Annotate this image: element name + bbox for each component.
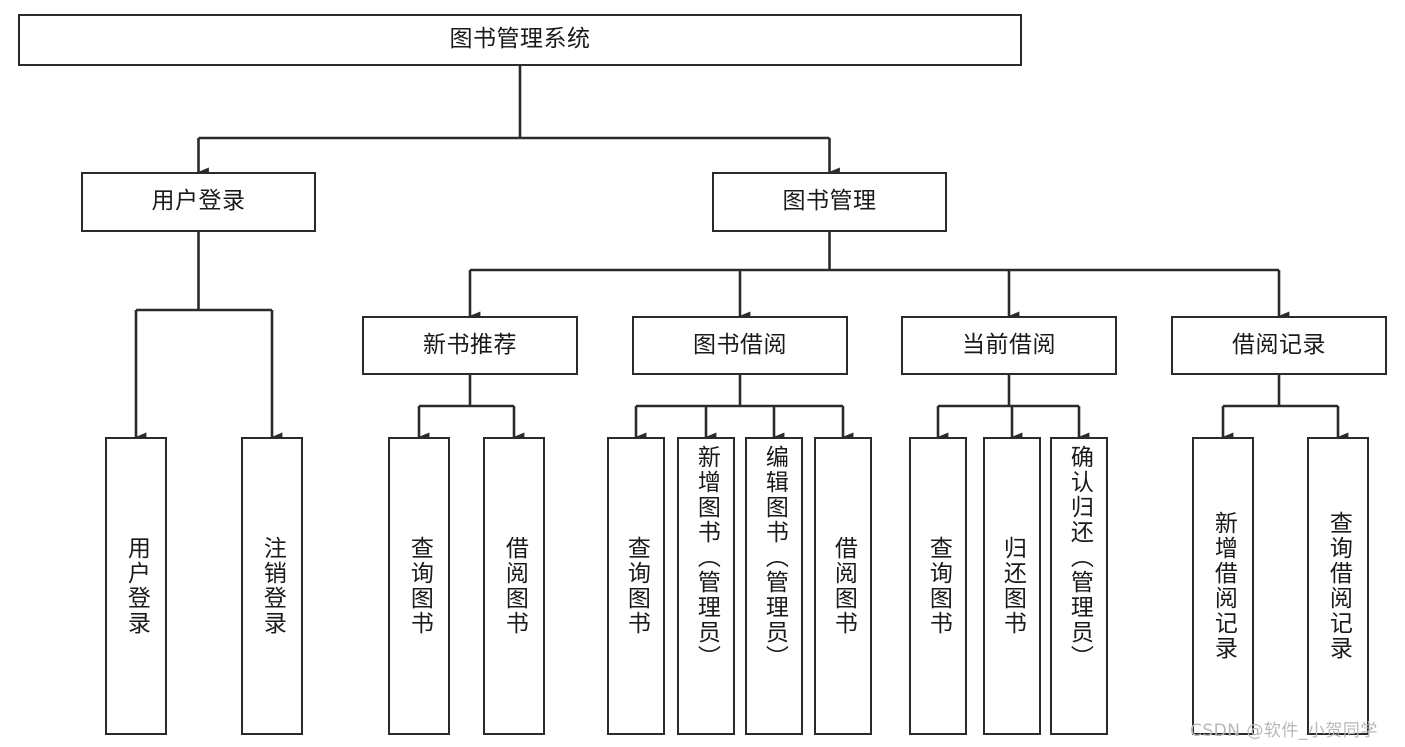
node-borrow-record-label: 借阅记录: [1232, 331, 1326, 358]
node-leaf-query-borrow-record-label: 查询借阅记录: [1325, 511, 1352, 661]
node-leaf-query-book-3[interactable]: 查询图书: [909, 437, 967, 735]
node-leaf-borrow-book-1[interactable]: 借阅图书: [483, 437, 545, 735]
node-leaf-add-borrow-record[interactable]: 新增借阅记录: [1192, 437, 1254, 735]
node-new-book-recommend[interactable]: 新书推荐: [362, 316, 578, 375]
node-leaf-borrow-book-2-label: 借阅图书: [830, 536, 857, 636]
node-book-manage-label: 图书管理: [782, 188, 877, 215]
node-current-borrow-label: 当前借阅: [962, 331, 1056, 358]
node-leaf-query-borrow-record[interactable]: 查询借阅记录: [1307, 437, 1369, 735]
node-leaf-add-book[interactable]: 新增图书（管理员）: [677, 437, 735, 735]
node-leaf-user-login[interactable]: 用户登录: [105, 437, 167, 735]
node-leaf-user-logout-label: 注销登录: [259, 536, 286, 636]
node-user-login-label: 用户登录: [151, 188, 246, 215]
node-leaf-add-borrow-record-label: 新增借阅记录: [1210, 511, 1237, 661]
node-leaf-add-book-label: 新增图书（管理员）: [693, 445, 720, 670]
node-book-manage[interactable]: 图书管理: [712, 172, 947, 232]
node-leaf-return-book[interactable]: 归还图书: [983, 437, 1041, 735]
node-leaf-borrow-book-2[interactable]: 借阅图书: [814, 437, 872, 735]
node-leaf-user-logout[interactable]: 注销登录: [241, 437, 303, 735]
node-book-borrow-label: 图书借阅: [693, 331, 787, 358]
node-leaf-query-book-2[interactable]: 查询图书: [607, 437, 665, 735]
watermark-text: CSDN @软件_小贺同学: [1190, 721, 1378, 741]
node-leaf-query-book-3-label: 查询图书: [925, 536, 952, 636]
node-book-borrow[interactable]: 图书借阅: [632, 316, 848, 375]
node-root-label: 图书管理系统: [449, 26, 591, 53]
node-leaf-edit-book[interactable]: 编辑图书（管理员）: [745, 437, 803, 735]
node-leaf-query-book-1-label: 查询图书: [406, 536, 433, 636]
node-user-login[interactable]: 用户登录: [81, 172, 316, 232]
node-leaf-user-login-label: 用户登录: [123, 536, 150, 636]
node-leaf-query-book-1[interactable]: 查询图书: [388, 437, 450, 735]
node-root[interactable]: 图书管理系统: [18, 14, 1022, 66]
node-leaf-return-book-label: 归还图书: [999, 536, 1026, 636]
node-leaf-borrow-book-1-label: 借阅图书: [501, 536, 528, 636]
node-leaf-query-book-2-label: 查询图书: [623, 536, 650, 636]
node-current-borrow[interactable]: 当前借阅: [901, 316, 1117, 375]
node-leaf-confirm-return-label: 确认归还（管理员）: [1066, 445, 1093, 670]
node-new-book-recommend-label: 新书推荐: [423, 331, 517, 358]
node-borrow-record[interactable]: 借阅记录: [1171, 316, 1387, 375]
node-leaf-confirm-return[interactable]: 确认归还（管理员）: [1050, 437, 1108, 735]
node-leaf-edit-book-label: 编辑图书（管理员）: [761, 445, 788, 670]
